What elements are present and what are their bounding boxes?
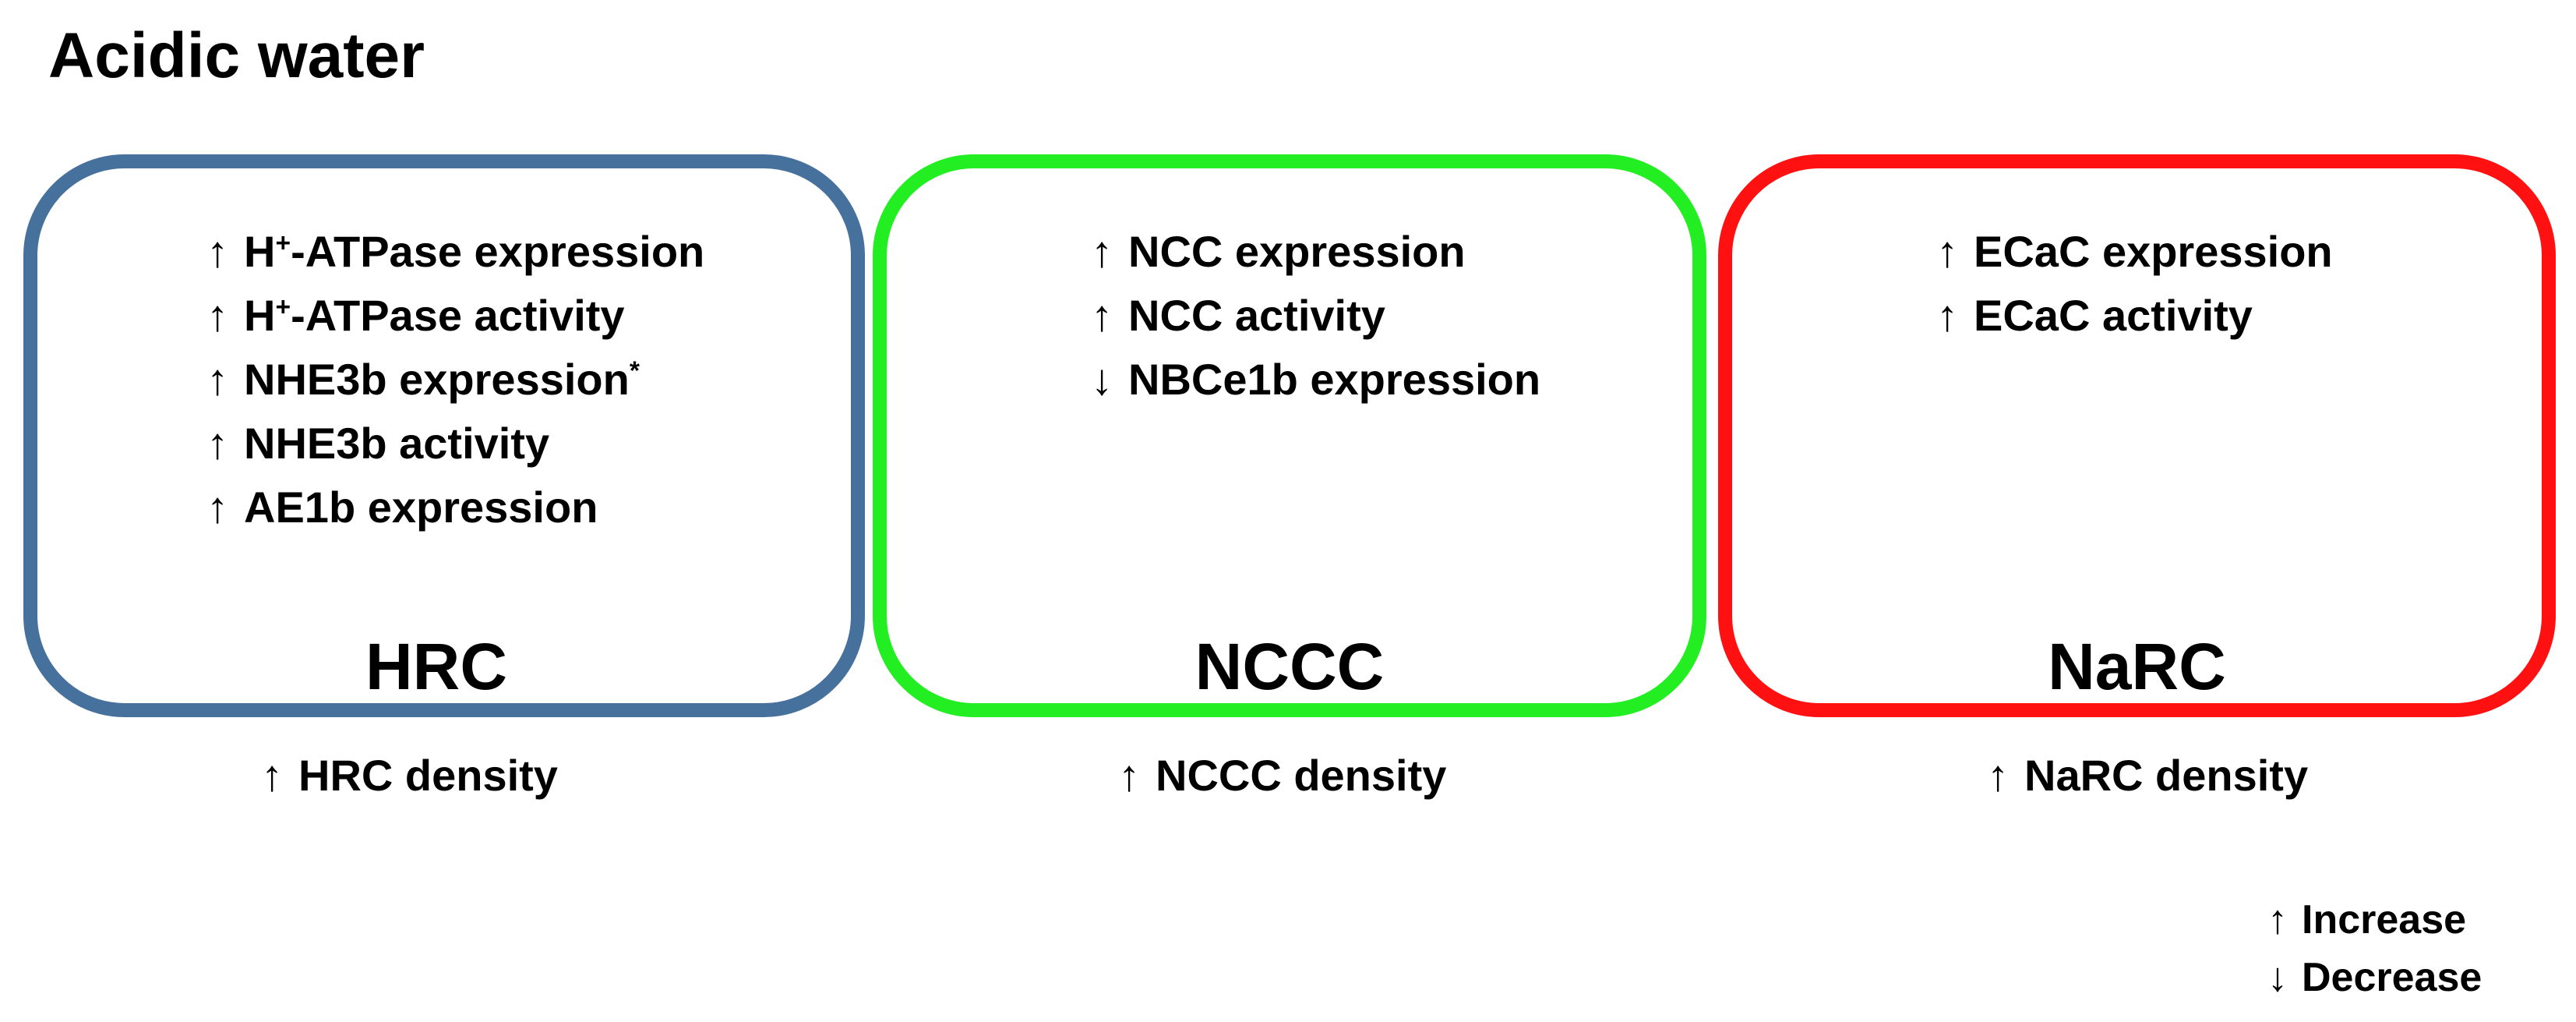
increase-arrow-icon: ↑ — [261, 751, 283, 800]
increase-arrow-icon: ↑ — [1936, 227, 1958, 276]
effect-item: ↓NBCe1b expression — [1091, 348, 1540, 412]
effect-item: ↑AE1b expression — [206, 476, 704, 539]
hrc-effects-list: ↑H+-ATPase expression ↑H+-ATPase activit… — [206, 220, 704, 539]
nccc-box — [873, 154, 1706, 717]
increase-arrow-icon: ↑ — [206, 227, 228, 276]
legend: ↑Increase ↓Decrease — [2267, 891, 2482, 1006]
narc-box — [1718, 154, 2556, 717]
narc-effects-list: ↑ECaC expression ↑ECaC activity — [1936, 220, 2333, 348]
effect-item: ↑H+-ATPase activity — [206, 284, 704, 348]
hrc-density-note: ↑HRC density — [261, 744, 558, 807]
hrc-cell-name: HRC — [365, 630, 507, 703]
increase-arrow-icon: ↑ — [2267, 897, 2288, 942]
effect-item: ↑ECaC expression — [1936, 220, 2333, 284]
increase-arrow-icon: ↑ — [1091, 227, 1113, 276]
decrease-arrow-icon: ↓ — [1091, 355, 1113, 404]
effect-item: ↑NCC activity — [1091, 284, 1540, 348]
effect-item: ↑ECaC activity — [1936, 284, 2333, 348]
legend-item-increase: ↑Increase — [2267, 891, 2482, 949]
increase-arrow-icon: ↑ — [206, 355, 228, 404]
narc-density-note: ↑NaRC density — [1987, 744, 2308, 807]
page-title: Acidic water — [48, 20, 425, 91]
nccc-cell-name: NCCC — [1194, 630, 1385, 703]
legend-item-decrease: ↓Decrease — [2267, 949, 2482, 1006]
narc-cell-name: NaRC — [2048, 630, 2226, 703]
increase-arrow-icon: ↑ — [1987, 751, 2009, 800]
effect-item: ↑NHE3b activity — [206, 412, 704, 476]
increase-arrow-icon: ↑ — [206, 291, 228, 340]
increase-arrow-icon: ↑ — [1118, 751, 1140, 800]
effect-item: ↑NCC expression — [1091, 220, 1540, 284]
effect-item: ↑NHE3b expression* — [206, 348, 704, 412]
increase-arrow-icon: ↑ — [206, 483, 228, 532]
effect-item: ↑H+-ATPase expression — [206, 220, 704, 284]
hrc-box — [23, 154, 865, 717]
nccc-effects-list: ↑NCC expression ↑NCC activity ↓NBCe1b ex… — [1091, 220, 1540, 412]
nccc-density-note: ↑NCCC density — [1118, 744, 1446, 807]
increase-arrow-icon: ↑ — [1936, 291, 1958, 340]
increase-arrow-icon: ↑ — [206, 419, 228, 468]
decrease-arrow-icon: ↓ — [2267, 955, 2288, 1000]
increase-arrow-icon: ↑ — [1091, 291, 1113, 340]
